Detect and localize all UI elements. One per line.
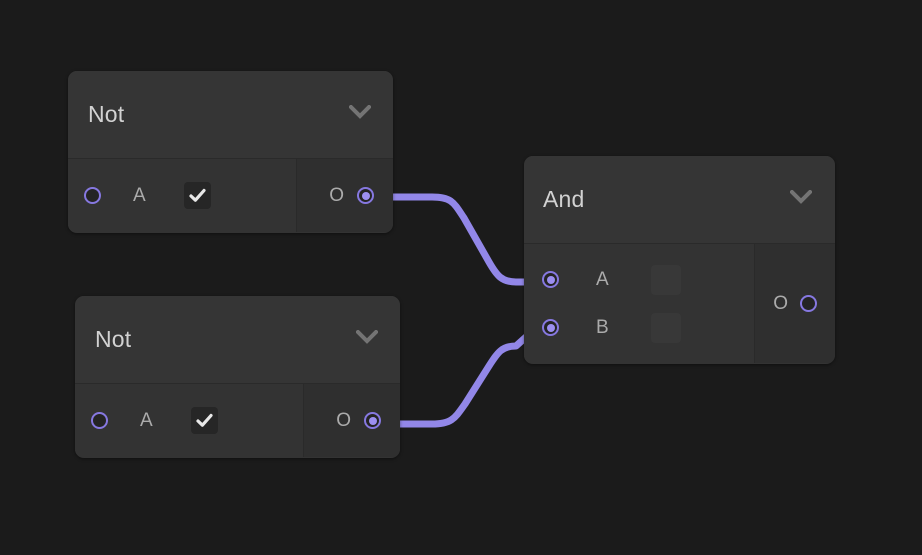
input-label-b: B xyxy=(596,316,609,338)
output-port-o[interactable] xyxy=(800,295,817,312)
node-and-input-row-b: B xyxy=(542,312,754,343)
node-not-1-outputs: O xyxy=(297,159,393,232)
node-and[interactable]: And A B xyxy=(524,156,835,364)
input-port-a[interactable] xyxy=(84,187,101,204)
node-and-outputs: O xyxy=(755,244,835,363)
node-not-2-output-row-o: O xyxy=(304,384,381,457)
output-port-o[interactable] xyxy=(364,412,381,429)
node-not-1-title: Not xyxy=(88,101,125,127)
connection-wire-not1-to-and-a xyxy=(384,193,540,286)
node-not-2-header[interactable]: Not xyxy=(75,296,400,384)
node-not-1[interactable]: Not A xyxy=(68,71,393,233)
node-not-2-title: Not xyxy=(95,326,132,352)
chevron-down-icon[interactable] xyxy=(789,189,813,209)
chevron-down-icon[interactable] xyxy=(348,104,372,124)
node-not-1-input-row-a: A xyxy=(84,159,296,232)
connection-wire-not2-to-and-b xyxy=(391,324,540,428)
input-port-a[interactable] xyxy=(91,412,108,429)
node-not-1-header[interactable]: Not xyxy=(68,71,393,159)
checkbox-a[interactable] xyxy=(190,407,218,434)
node-and-title: And xyxy=(543,186,585,212)
node-not-2-inputs: A xyxy=(75,384,304,457)
value-box-b[interactable] xyxy=(650,312,681,343)
node-and-output-row-o: O xyxy=(755,293,817,315)
output-label-o: O xyxy=(336,409,351,431)
node-not-2[interactable]: Not A xyxy=(75,296,400,458)
node-not-2-outputs: O xyxy=(304,384,400,457)
node-and-body: A B O xyxy=(524,244,835,363)
node-and-header[interactable]: And xyxy=(524,156,835,244)
input-port-a[interactable] xyxy=(542,271,559,288)
node-not-2-body: A O xyxy=(75,384,400,457)
output-port-o[interactable] xyxy=(357,187,374,204)
input-port-b[interactable] xyxy=(542,319,559,336)
input-label-a: A xyxy=(596,268,609,290)
node-not-1-inputs: A xyxy=(68,159,297,232)
chevron-down-icon[interactable] xyxy=(355,329,379,349)
node-and-input-row-a: A xyxy=(542,264,754,295)
node-and-inputs: A B xyxy=(524,244,755,363)
input-label-a: A xyxy=(133,184,146,206)
checkbox-a[interactable] xyxy=(183,182,211,209)
output-label-o: O xyxy=(773,292,788,314)
node-not-2-input-row-a: A xyxy=(91,384,303,457)
node-not-1-output-row-o: O xyxy=(297,159,374,232)
output-label-o: O xyxy=(329,184,344,206)
value-box-a[interactable] xyxy=(650,264,681,295)
node-not-1-body: A O xyxy=(68,159,393,232)
input-label-a: A xyxy=(140,409,153,431)
